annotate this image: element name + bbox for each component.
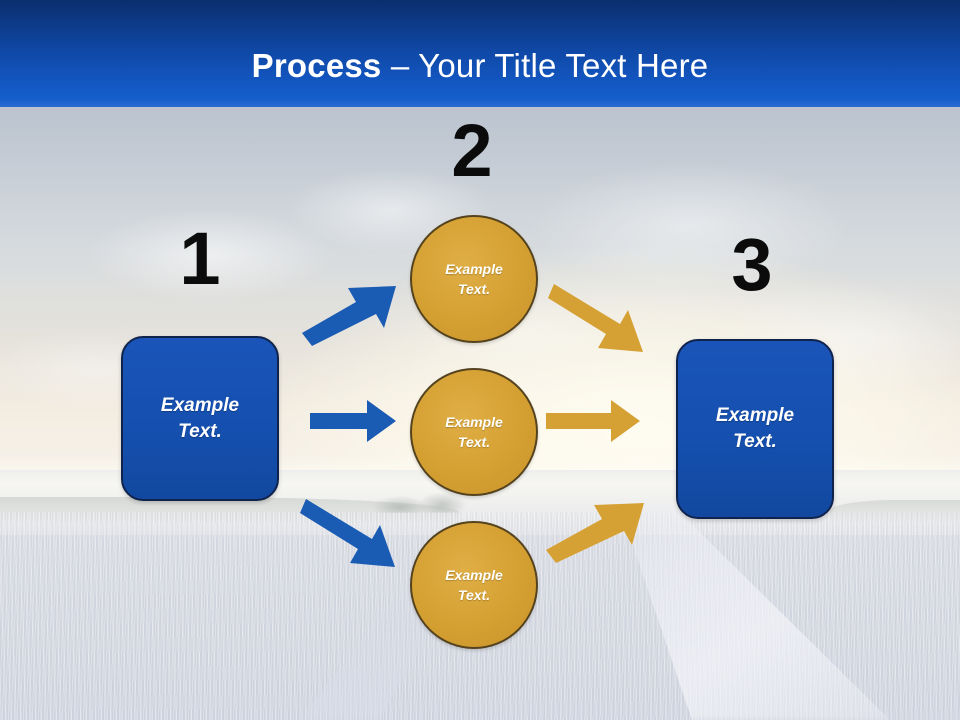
arrow-box1-to-circle2	[310, 400, 396, 442]
process-circle-1[interactable]: Example Text.	[410, 215, 538, 343]
process-box-end-line1: Example	[715, 405, 795, 426]
process-circle-2-line1: Example	[445, 414, 503, 430]
step-number-3: 3	[731, 223, 773, 306]
arrow-box1-to-circle3	[300, 495, 400, 570]
process-box-start-line1: Example	[160, 394, 240, 416]
process-circle-3-line1: Example	[445, 567, 503, 583]
step-number-2: 2	[451, 109, 493, 192]
process-circle-3-line2: Text.	[457, 587, 491, 603]
slide-title-rest: – Your Title Text Here	[381, 47, 709, 84]
process-circle-2-text: Example Text.	[445, 412, 503, 452]
arrow-circle2-to-box3	[546, 400, 640, 442]
process-box-start[interactable]: Example Text.	[121, 336, 279, 501]
process-circle-1-line1: Example	[445, 261, 503, 277]
arrow-circle1-to-box3	[548, 280, 648, 355]
step-number-1: 1	[179, 217, 221, 300]
process-circle-2-line2: Text.	[457, 434, 491, 450]
process-circle-3[interactable]: Example Text.	[410, 521, 538, 649]
process-box-start-text: Example Text.	[161, 393, 239, 445]
process-box-end-line2: Text.	[733, 431, 777, 452]
background-ridge-right	[830, 500, 960, 522]
process-box-end-text: Example Text.	[716, 403, 794, 455]
process-box-end[interactable]: Example Text.	[676, 339, 834, 519]
title-bar: Process – Your Title Text Here	[0, 0, 960, 107]
slide-title: Process – Your Title Text Here	[0, 46, 960, 86]
process-circle-2[interactable]: Example Text.	[410, 368, 538, 496]
slide-title-strong: Process	[251, 47, 382, 84]
process-circle-1-line2: Text.	[457, 281, 491, 297]
process-circle-3-text: Example Text.	[445, 565, 503, 605]
arrow-box1-to-circle1	[300, 278, 400, 348]
process-box-start-line2: Text.	[178, 420, 222, 442]
process-circle-1-text: Example Text.	[445, 259, 503, 299]
arrow-circle3-to-box3	[544, 495, 649, 565]
